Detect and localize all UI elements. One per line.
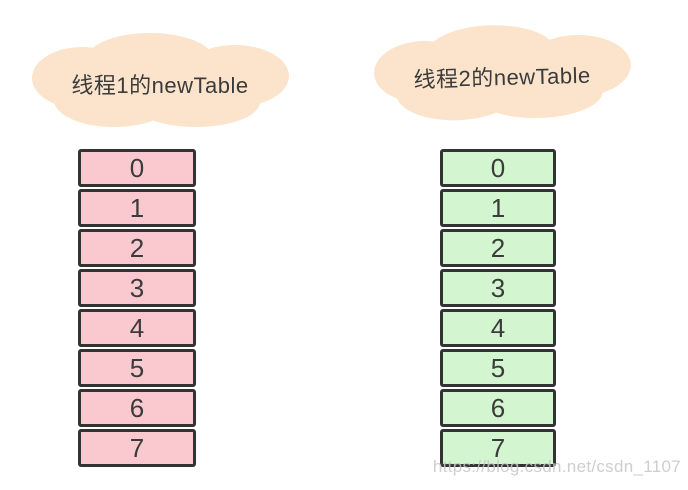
table-cell: 5	[78, 349, 196, 387]
table-cell: 2	[78, 229, 196, 267]
cloud-label-thread2: 线程2的newTable	[413, 62, 592, 93]
table-cell: 7	[440, 429, 556, 467]
cloud-icon	[373, 25, 631, 121]
table-cell: 3	[78, 269, 196, 307]
table-cell: 3	[440, 269, 556, 307]
newtable-thread2: 0 1 2 3 4 5 6 7	[440, 149, 556, 467]
cloud-callout-thread1: 线程1的newTable	[28, 24, 292, 136]
newtable-thread1: 0 1 2 3 4 5 6 7	[78, 149, 196, 467]
table-cell: 1	[440, 189, 556, 227]
table-cell: 7	[78, 429, 196, 467]
table-cell: 5	[440, 349, 556, 387]
cloud-icon	[32, 33, 289, 127]
table-cell: 4	[440, 309, 556, 347]
cloud-callout-thread2: 线程2的newTable	[369, 13, 636, 132]
table-cell: 2	[440, 229, 556, 267]
table-cell: 4	[78, 309, 196, 347]
table-cell: 0	[440, 149, 556, 187]
cloud-label-thread1: 线程1的newTable	[71, 73, 249, 98]
watermark: https://blog.csdn.net/csdn_1107	[432, 457, 681, 476]
table-cell: 6	[78, 389, 196, 427]
table-cell: 6	[440, 389, 556, 427]
table-cell: 0	[78, 149, 196, 187]
table-cell: 1	[78, 189, 196, 227]
